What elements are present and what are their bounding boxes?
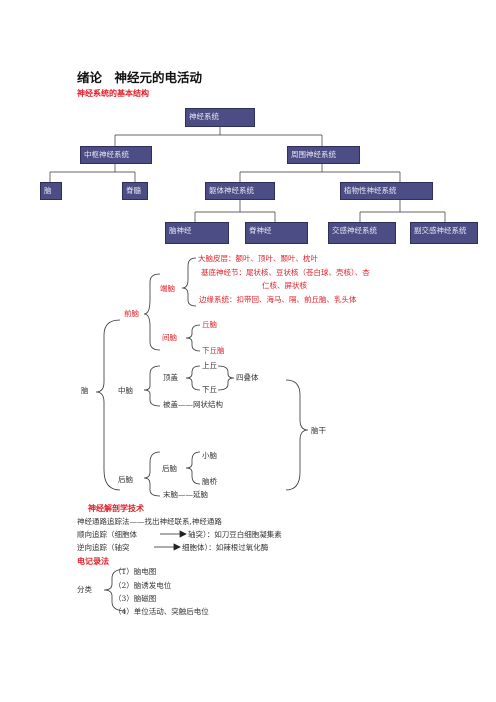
method-1: （1）脑电图 (114, 567, 157, 576)
label-thalamus: 丘脑 (202, 320, 217, 329)
label-inferior-colliculus: 下丘 (202, 385, 217, 394)
box-somatic: 躯体神经系统 (205, 182, 275, 200)
label-hindbrain: 后脑 (118, 475, 133, 484)
section-heading-structure: 神经系统的基本结构 (77, 89, 149, 98)
label-superior-colliculus: 上丘 (202, 361, 217, 370)
box-pns: 周围神经系统 (287, 146, 360, 164)
label-midbrain: 中脑 (118, 386, 133, 395)
technique-line-2b: 轴突）：如刀豆白细胞凝集素 (188, 530, 282, 539)
box-spinal-cord: 脊髓 (122, 182, 148, 200)
box-cns: 中枢神经系统 (80, 146, 152, 164)
method-4: （4）单位活动、突触后电位 (114, 607, 209, 616)
label-cortex: 大脑皮层：额叶、顶叶、颞叶、枕叶 (198, 254, 318, 263)
label-brain: 脑 (81, 386, 89, 395)
label-basal-ganglia-2: 仁核、屏状核 (262, 281, 307, 290)
label-tegmentum: 被盖——网状结构 (163, 400, 223, 409)
method-2: （2）脑诱发电位 (114, 581, 172, 590)
label-pons: 脑桥 (202, 477, 217, 486)
box-spinal-nerves: 脊神经 (245, 222, 308, 244)
box-sympathetic: 交感神经系统 (328, 222, 396, 244)
section-heading-techniques: 神经解剖学技术 (88, 504, 144, 513)
box-cranial-nerves: 脑神经 (165, 222, 229, 244)
label-forebrain: 前脑 (124, 309, 139, 318)
page-title: 绪论 神经元的电活动 (77, 70, 203, 85)
label-quadrigemina: 四叠体 (236, 373, 259, 382)
label-diencephalon: 间脑 (162, 333, 177, 342)
label-cerebellum: 小脑 (202, 451, 217, 460)
label-hypothalamus: 下丘脑 (202, 346, 225, 355)
label-limbic: 边缘系统：扣带回、海马、隔、前丘脑、乳头体 (199, 295, 357, 304)
label-telencephalon: 端脑 (160, 284, 175, 293)
technique-line-2a: 顺向追踪（细胞体 (77, 530, 137, 539)
section-heading-recording: 电记录法 (77, 557, 109, 566)
box-autonomic: 植物性神经系统 (340, 182, 433, 200)
label-brainstem: 脑干 (311, 426, 326, 435)
label-metencephalon: 后脑 (162, 464, 177, 473)
box-parasympathetic: 副交感神经系统 (410, 222, 478, 244)
method-3: （3）脑磁图 (114, 594, 157, 603)
label-tectum: 顶盖 (163, 373, 178, 382)
technique-line-1: 神经通路追踪法——找出神经联系,神经通路 (77, 517, 222, 526)
label-classification: 分类 (77, 585, 92, 594)
technique-line-3b: 细胞体）：如辣根过氧化酶 (182, 543, 269, 552)
box-brain: 脑 (40, 182, 62, 200)
technique-line-3a: 逆向追踪（轴突 (77, 543, 130, 552)
label-myelencephalon: 末脑——延脑 (163, 490, 208, 499)
label-basal-ganglia-1: 基底神经节：尾状核、豆状核（苍白球、壳核）、杏 (201, 268, 370, 277)
box-nervous-system: 神经系统 (185, 108, 255, 127)
